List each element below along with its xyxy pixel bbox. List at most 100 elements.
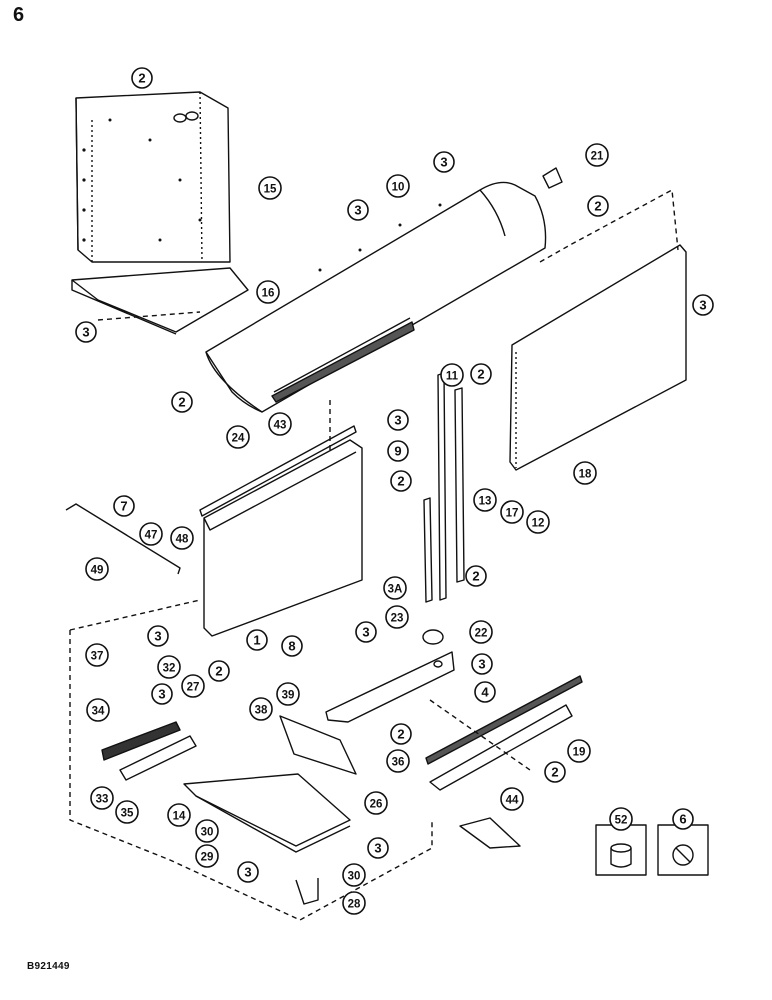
- callout-2-right: 2: [587, 195, 609, 217]
- angle-19: [429, 704, 573, 791]
- callout-circle: [147, 625, 169, 647]
- callout-circle: [386, 174, 410, 198]
- callout-circle: [465, 565, 487, 587]
- bar-11: [454, 387, 465, 583]
- callout-3-h: 3: [471, 653, 493, 675]
- callout-label: 7: [120, 499, 127, 514]
- callout-label: 44: [506, 795, 519, 807]
- callout-circle: [440, 363, 464, 387]
- callout-label: 3: [158, 687, 165, 702]
- page-number: 6: [13, 4, 25, 26]
- callout-circle: [342, 863, 366, 887]
- callout-label: 2: [397, 474, 404, 489]
- callout-49: 49: [85, 557, 109, 581]
- callout-label: 2: [138, 71, 145, 86]
- callout-3-f: 3: [147, 625, 169, 647]
- callout-9: 9: [387, 440, 409, 462]
- callout-circle: [573, 461, 597, 485]
- callout-label: 33: [96, 794, 109, 806]
- callout-circle: [171, 391, 193, 413]
- callout-15: 15: [258, 176, 282, 200]
- callout-label: 2: [178, 395, 185, 410]
- callout-label: 34: [92, 706, 105, 718]
- callout-circle: [367, 837, 389, 859]
- bar-3A: [423, 497, 433, 603]
- bracket-21: [542, 167, 563, 189]
- callout-label: 32: [163, 663, 176, 675]
- callout-3A: 3A: [383, 576, 407, 600]
- callout-circle: [90, 786, 114, 810]
- callout-39: 39: [276, 682, 300, 706]
- callout-2-i: 2: [208, 660, 230, 682]
- callout-circle: [364, 791, 388, 815]
- callout-label: 11: [446, 371, 459, 383]
- callout-circle: [387, 409, 409, 431]
- callout-2-top: 2: [131, 67, 153, 89]
- callout-47: 47: [139, 522, 163, 546]
- callout-circle: [470, 363, 492, 385]
- callout-label: 2: [397, 727, 404, 742]
- callout-3-l: 3: [367, 837, 389, 859]
- callout-label: 19: [573, 747, 586, 759]
- callout-label: 27: [187, 682, 200, 694]
- top-hood-10: [205, 181, 547, 413]
- callout-label: 48: [176, 534, 189, 546]
- callout-label: 52: [615, 815, 628, 827]
- callout-circle: [151, 683, 173, 705]
- callout-circle: [355, 621, 377, 643]
- callout-label: 30: [348, 871, 361, 883]
- callout-26: 26: [364, 791, 388, 815]
- callout-10: 10: [386, 174, 410, 198]
- callout-34: 34: [86, 698, 110, 722]
- callout-28: 28: [342, 891, 366, 915]
- callout-3-k: 3: [237, 861, 259, 883]
- callout-23: 23: [385, 605, 409, 629]
- callout-circle: [226, 425, 250, 449]
- callout-2-midleft: 2: [171, 391, 193, 413]
- callout-16: 16: [256, 280, 280, 304]
- callout-label: 35: [121, 808, 134, 820]
- callout-43: 43: [268, 412, 292, 436]
- u-bolt-28: [295, 878, 319, 905]
- callout-circle: [692, 294, 714, 316]
- callout-30-a: 30: [195, 819, 219, 843]
- callout-circle: [195, 844, 219, 868]
- callout-label: 4: [481, 685, 489, 700]
- callout-circle: [131, 67, 153, 89]
- strip-4: [425, 675, 583, 765]
- callout-label: 14: [173, 811, 186, 823]
- callout-24: 24: [226, 425, 250, 449]
- callout-circle: [587, 195, 609, 217]
- callout-3-right: 3: [692, 294, 714, 316]
- callout-22: 22: [469, 620, 493, 644]
- callout-circle: [281, 635, 303, 657]
- callout-13: 13: [473, 488, 497, 512]
- callout-circle: [167, 803, 191, 827]
- rod-7: [65, 503, 181, 575]
- callout-circle: [500, 787, 524, 811]
- callout-12: 12: [526, 510, 550, 534]
- callout-label: 21: [591, 151, 604, 163]
- callout-30-b: 30: [342, 863, 366, 887]
- callout-label: 3: [362, 625, 369, 640]
- callout-6: 6: [672, 808, 694, 830]
- callout-circle: [181, 674, 205, 698]
- callout-52: 52: [609, 807, 633, 831]
- callout-14: 14: [167, 803, 191, 827]
- base-plate-14: [183, 773, 351, 853]
- callout-circle: [469, 620, 493, 644]
- callout-circle: [86, 698, 110, 722]
- callout-label: 2: [472, 569, 479, 584]
- callout-label: 24: [232, 433, 245, 445]
- callout-circle: [258, 176, 282, 200]
- callout-label: 29: [201, 852, 214, 864]
- callout-label: 3: [440, 155, 447, 170]
- callout-label: 26: [370, 799, 383, 811]
- rod-24: [199, 425, 357, 517]
- strip-43: [271, 321, 415, 403]
- callout-label: 36: [392, 757, 405, 769]
- callout-2-k: 2: [544, 761, 566, 783]
- callout-circle: [139, 522, 163, 546]
- callout-circle: [75, 321, 97, 343]
